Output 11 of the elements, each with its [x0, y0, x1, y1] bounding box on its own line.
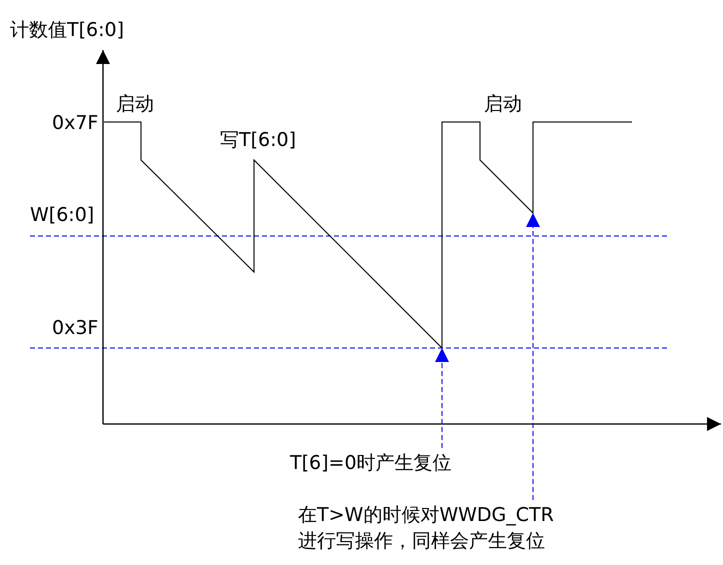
annotation-text: 启动 — [116, 92, 154, 116]
note-text: 在T>W的时候对WWDG_CTR进行写操作，同样会产生复位 — [298, 502, 560, 554]
axis-label: 0x7F — [52, 111, 98, 135]
note-text: T[6]=0时产生复位 — [290, 450, 452, 476]
axis-label: 0x3F — [52, 316, 98, 340]
leader-line — [526, 212, 540, 500]
axis-label: W[6:0] — [30, 203, 94, 227]
annotation-text: 写T[6:0] — [220, 128, 296, 152]
axis-label: 计数值T[6:0] — [10, 18, 124, 42]
annotation-text: 启动 — [484, 92, 522, 116]
leader-line — [435, 348, 449, 448]
